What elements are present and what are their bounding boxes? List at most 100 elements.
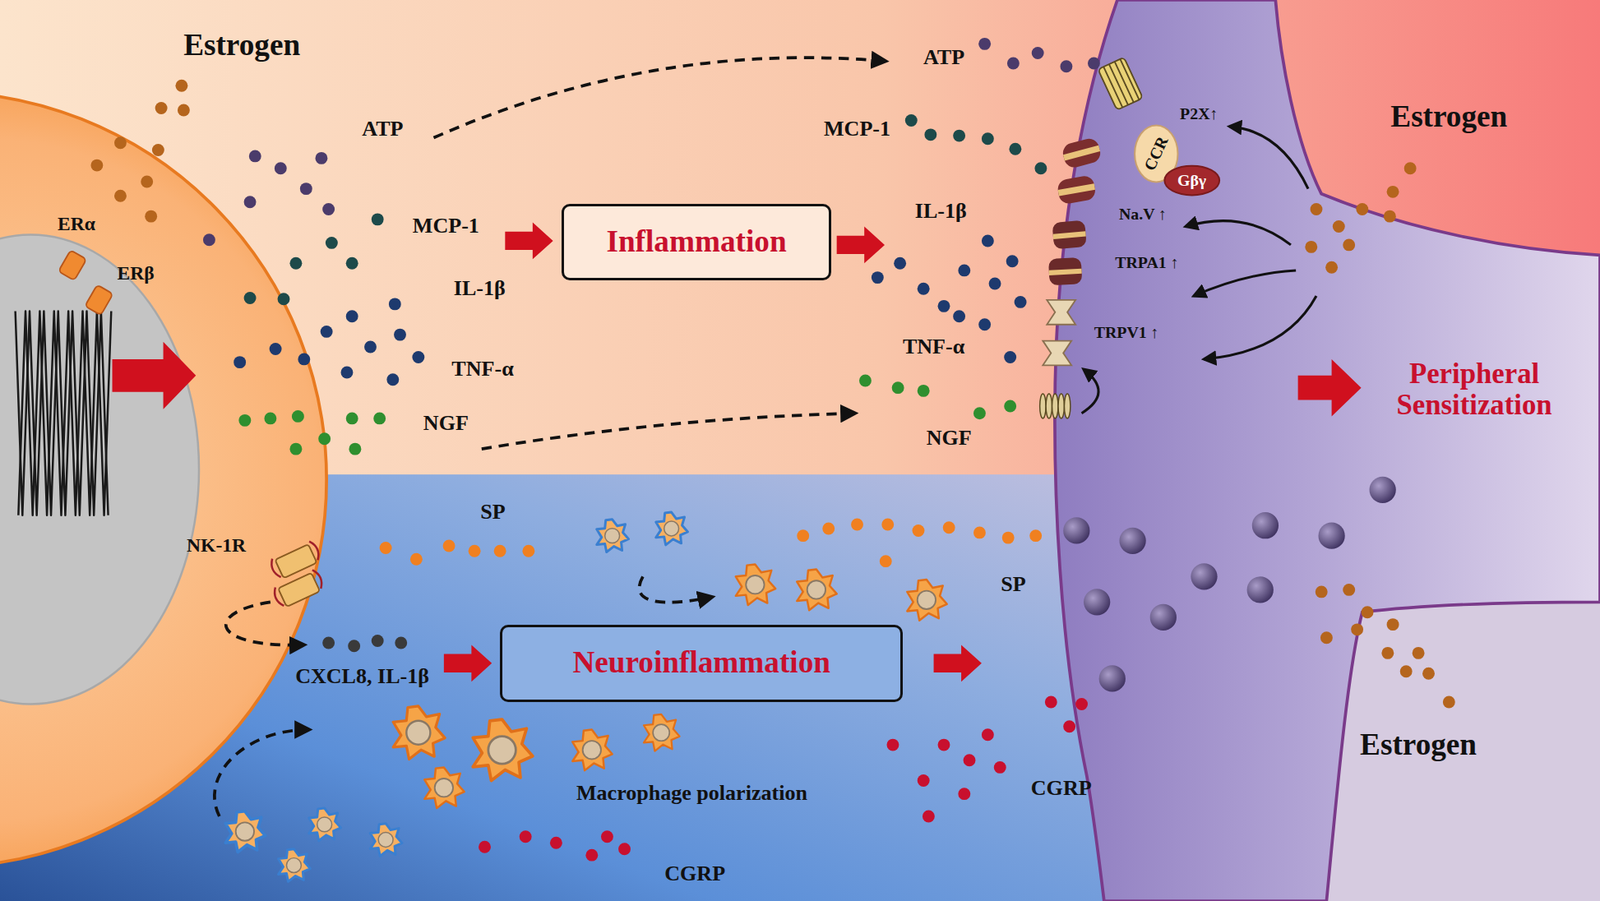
macrophage — [225, 512, 947, 882]
il1b-dot — [1006, 254, 1019, 268]
mcp1-dot — [244, 291, 257, 305]
macrophage — [596, 519, 629, 553]
dashed-arrow — [214, 729, 310, 817]
ngf-dot — [1003, 400, 1017, 413]
estrogen-dot — [155, 101, 168, 115]
il1b-dot — [917, 282, 930, 296]
estrogen-dot — [1383, 210, 1397, 223]
neuron — [1054, 0, 1600, 901]
dashed-arrow — [433, 57, 886, 138]
estrogen-dot — [114, 136, 127, 149]
macrophage — [278, 849, 311, 883]
sp-dot — [1002, 531, 1015, 545]
estrogen-dot — [1412, 647, 1425, 660]
ion-channel — [1056, 174, 1097, 205]
sp-dot — [468, 545, 481, 558]
text-label: Estrogen — [183, 28, 301, 63]
il1b-dot — [386, 373, 399, 386]
cell-arrow — [112, 342, 197, 410]
sp-dot — [822, 522, 835, 536]
cgrp-dot — [981, 728, 995, 741]
ion-channel — [1097, 57, 1143, 111]
signal-arrow — [1082, 369, 1099, 413]
macrophage — [424, 767, 464, 809]
ion-channel — [1048, 257, 1083, 286]
signal-arrow — [1229, 126, 1309, 190]
ion-channel — [1042, 341, 1072, 366]
estrogen-dot — [90, 79, 1455, 709]
macrophage — [309, 808, 342, 842]
ion-channel — [1048, 257, 1083, 286]
neuron — [1054, 0, 1600, 901]
macrophage — [572, 729, 612, 771]
macrophage — [796, 569, 837, 611]
ngf-dot — [859, 374, 872, 388]
estrogen-dot — [1350, 623, 1364, 636]
sp-dot — [443, 540, 456, 553]
il1b-dot — [871, 271, 884, 284]
text-label: NK-1R — [186, 535, 246, 557]
cgrp-dot — [550, 836, 563, 850]
cgrp-dot — [1063, 720, 1076, 733]
cgrp-dot — [618, 842, 631, 856]
sp-dot — [912, 524, 925, 537]
text-label: MCP-1 — [823, 117, 891, 142]
signal-arrow — [1193, 270, 1296, 296]
cxcl8-dot — [347, 639, 361, 653]
protein-ellipse: Gβγ — [1163, 165, 1221, 196]
sp-dot — [850, 518, 864, 532]
ion-channel — [1060, 136, 1103, 170]
atp-dot — [314, 152, 328, 165]
macrophage — [643, 714, 680, 752]
sp-dot — [879, 554, 893, 568]
atp-dot — [978, 37, 991, 51]
vesicle — [1317, 522, 1345, 550]
text-label: Estrogen — [1390, 100, 1508, 135]
ion-channel — [1046, 300, 1076, 325]
sp-dot — [881, 518, 894, 532]
vesicle — [1252, 512, 1279, 539]
estrogen-dot — [1387, 618, 1400, 631]
ion-channel — [1097, 57, 1143, 111]
ion-channel — [1063, 145, 1101, 162]
atp-dot — [1031, 46, 1045, 60]
ion-channel — [1052, 393, 1059, 419]
il1b-dot — [957, 263, 971, 277]
protein-ellipse-shape — [1164, 166, 1220, 196]
il1b-dot — [233, 356, 246, 369]
ngf-dot — [263, 411, 277, 425]
ngf-dot — [917, 384, 930, 398]
nk1-receptor — [268, 540, 326, 611]
estrogen-dot — [140, 175, 153, 188]
cgrp-dot — [478, 696, 1088, 862]
atp-dot — [249, 149, 262, 162]
nk1-receptor — [268, 540, 322, 580]
macrophage — [472, 719, 533, 781]
cgrp-dot — [478, 841, 491, 854]
ngf-dot — [238, 414, 251, 427]
text-label: CGRP — [664, 862, 726, 887]
ion-channel — [1040, 393, 1046, 419]
text-label: NGF — [926, 426, 972, 451]
estrogen-dot — [1310, 203, 1323, 216]
macrophage — [369, 823, 403, 857]
ion-channel — [1051, 220, 1087, 250]
dashed-arrow — [639, 576, 713, 602]
macrophage — [393, 706, 445, 760]
sp-dot — [796, 529, 810, 542]
text-label: IL-1β — [453, 277, 506, 301]
il1b-dot — [388, 297, 402, 310]
ion-channel — [1046, 300, 1076, 325]
text-label: Na.V ↑ — [1119, 205, 1167, 224]
process-box: Neuroinflammation — [499, 624, 903, 703]
estrogen-dot — [1387, 185, 1400, 199]
cgrp-dot — [957, 787, 971, 800]
vesicle — [1083, 588, 1110, 616]
dashed-arrow — [226, 601, 305, 645]
il1b-dot — [411, 351, 425, 364]
atp-dot — [244, 195, 257, 209]
sp-dot — [943, 521, 956, 534]
text-label: ATP — [923, 46, 965, 70]
text-label: TRPV1 ↑ — [1094, 323, 1160, 343]
il1b-dot — [346, 309, 359, 323]
